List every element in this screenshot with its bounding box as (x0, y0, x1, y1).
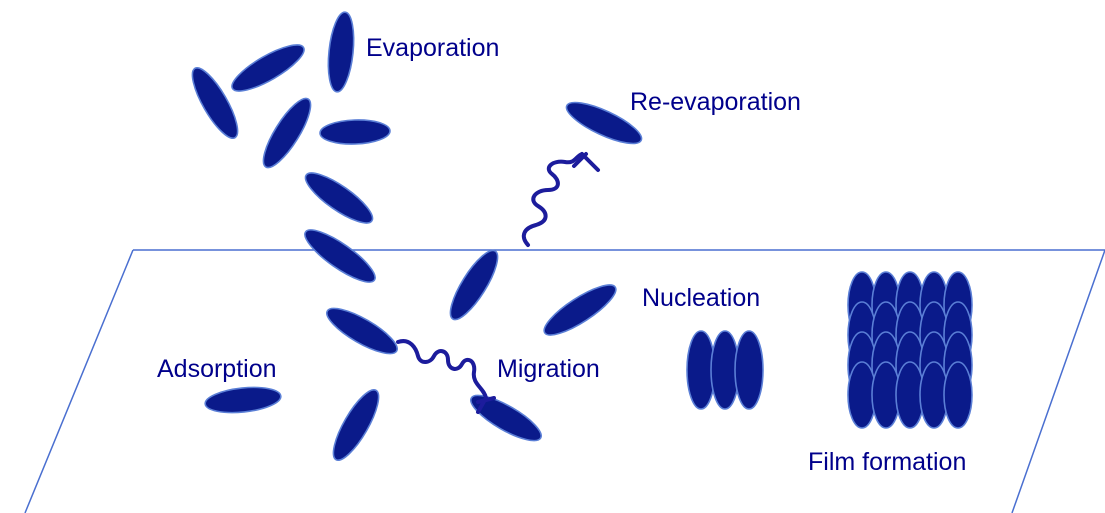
re-evaporation-wave-arrow (524, 154, 598, 245)
molecule (325, 11, 357, 93)
evaporation-label: Evaporation (366, 34, 499, 62)
molecule (443, 245, 506, 326)
adsorption-label: Adsorption (157, 355, 277, 383)
molecule (326, 384, 387, 465)
nucleation-cluster (687, 331, 763, 409)
migration-wave-arrow (398, 341, 494, 412)
molecule (321, 301, 402, 362)
migrating-molecule (465, 388, 546, 449)
molecule (299, 222, 382, 290)
nucleation-label: Nucleation (642, 284, 760, 312)
film-molecule (944, 362, 972, 428)
molecule (256, 93, 319, 174)
molecule (226, 37, 309, 99)
molecule (735, 331, 763, 409)
molecule (538, 277, 622, 343)
adsorbed-molecule (204, 384, 282, 416)
molecule (185, 62, 246, 143)
molecule (320, 119, 391, 145)
re-evaporation-label: Re-evaporation (630, 88, 801, 116)
evaporation-molecules (185, 11, 391, 290)
molecule (299, 165, 378, 231)
migration-label: Migration (497, 355, 600, 383)
film-formation-block (848, 272, 972, 428)
film-formation-label: Film formation (808, 448, 966, 476)
